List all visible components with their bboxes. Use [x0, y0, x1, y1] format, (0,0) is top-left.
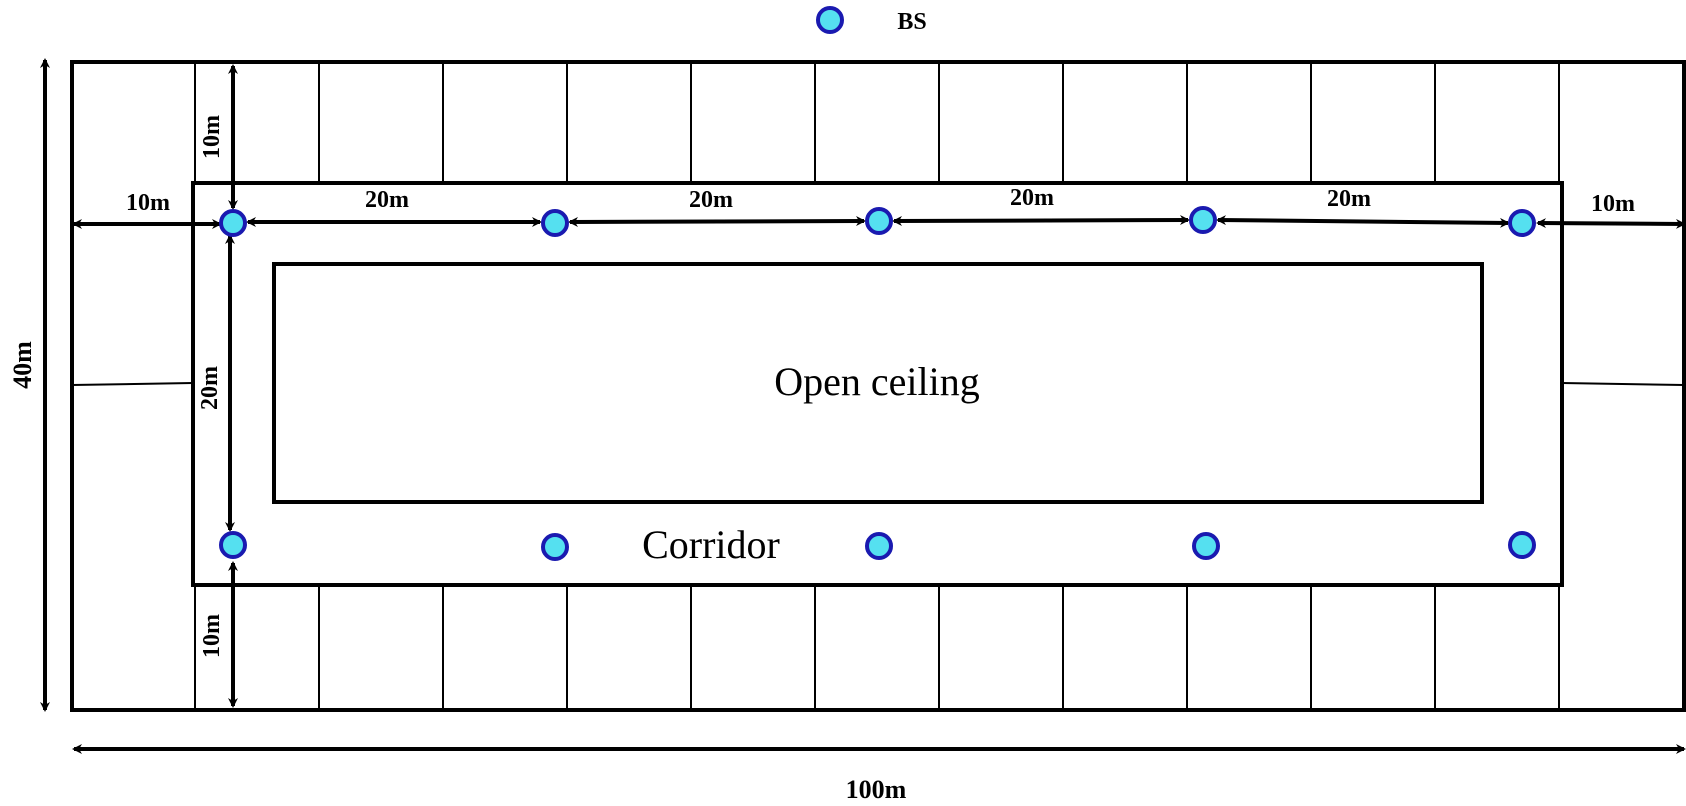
total-height-label: 40m — [8, 341, 37, 389]
bs-spacing-3-arrow — [892, 215, 1190, 226]
corridor-depth-label: 20m — [197, 366, 223, 410]
total-width-label: 100m — [846, 775, 907, 804]
base-stations — [219, 206, 1536, 561]
bs-bottom-4 — [1192, 532, 1220, 560]
top-room-dividers — [194, 62, 1560, 183]
bs-spacing-2-arrow — [568, 216, 866, 227]
edge-offset-right-label: 10m — [1591, 191, 1635, 217]
bs-spacing-3-label: 20m — [1010, 185, 1054, 211]
bs-top-5 — [1508, 209, 1536, 237]
bs-bottom-2 — [541, 533, 569, 561]
bs-spacing-1-label: 20m — [365, 187, 409, 213]
left-side-divider — [71, 382, 194, 386]
open-ceiling-area — [272, 262, 1484, 504]
room-depth-bottom-label: 10m — [199, 614, 225, 658]
bs-bottom-1 — [219, 531, 247, 559]
room-depth-top-label: 10m — [199, 115, 225, 159]
building-outline — [70, 60, 1686, 712]
bs-top-2 — [541, 209, 569, 237]
legend-bs-label: BS — [897, 9, 926, 35]
bs-top-1 — [219, 209, 247, 237]
corridor-outline — [191, 181, 1564, 587]
bottom-room-dividers — [194, 585, 1560, 710]
bs-top-4 — [1189, 206, 1217, 234]
bs-bottom-5 — [1508, 531, 1536, 559]
legend: BS — [816, 6, 927, 35]
bs-spacing-4-label: 20m — [1327, 186, 1371, 212]
edge-offset-left-label: 10m — [126, 190, 170, 216]
right-side-divider — [1561, 382, 1685, 386]
bs-top-3 — [865, 207, 893, 235]
bs-spacing-4-arrow — [1216, 215, 1510, 228]
bs-spacing-2-label: 20m — [689, 187, 733, 213]
corridor-label: Corridor — [642, 522, 780, 567]
legend-bs-marker — [816, 6, 844, 34]
bs-bottom-3 — [865, 532, 893, 560]
open-ceiling-label: Open ceiling — [774, 359, 980, 404]
edge-offset-right-arrow — [1536, 218, 1686, 229]
